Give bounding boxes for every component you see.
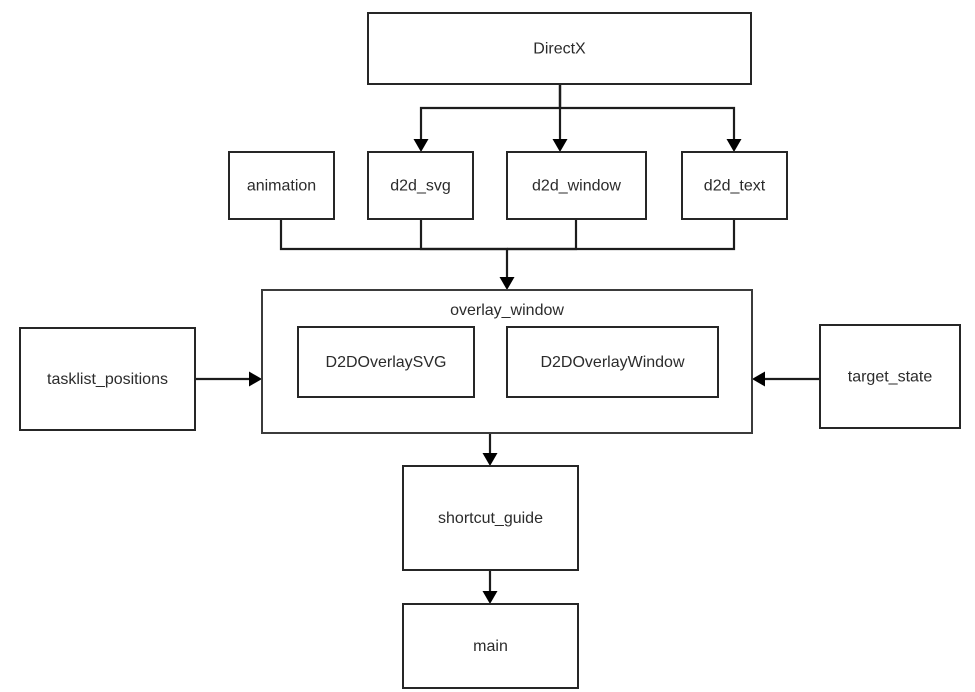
edge-target_state-to-overlay	[752, 371, 820, 387]
node-target_state[interactable]: target_state	[819, 324, 961, 429]
edge-line	[558, 84, 736, 145]
edge-arrowhead	[482, 591, 498, 604]
nodes-layer: DirectX animation d2d_svg d2d_window d2d_tex…	[19, 12, 961, 689]
node-box[interactable]	[402, 465, 579, 571]
edges-layer	[195, 84, 820, 604]
edge-directx-to-d2d_text	[558, 84, 742, 152]
node-animation[interactable]: animation	[228, 151, 335, 220]
edge-d2d_svg-to-overlay	[419, 219, 507, 251]
cluster-label: overlay_window	[450, 302, 564, 319]
node-box[interactable]	[402, 603, 579, 689]
node-box[interactable]	[506, 326, 719, 398]
edge-arrowhead	[249, 371, 262, 387]
edge-arrowhead	[726, 139, 742, 152]
node-label: DirectX	[533, 41, 586, 58]
edge-line	[507, 219, 578, 251]
node-label: animation	[247, 178, 316, 195]
edge-tasklist-to-overlay	[195, 371, 262, 387]
edge-overlay-to-shortcut	[482, 433, 498, 466]
node-box[interactable]	[367, 12, 752, 85]
node-box[interactable]	[506, 151, 647, 220]
node-box[interactable]	[19, 327, 196, 431]
node-label: d2d_text	[704, 178, 766, 195]
node-label: main	[473, 638, 508, 655]
edge-arrowhead	[752, 371, 765, 387]
node-d2d_window[interactable]: d2d_window	[506, 151, 647, 220]
node-label: shortcut_guide	[438, 510, 543, 527]
node-box[interactable]	[681, 151, 788, 220]
node-d2d_text[interactable]: d2d_text	[681, 151, 788, 220]
node-tasklist_positions[interactable]: tasklist_positions	[19, 327, 196, 431]
node-box[interactable]	[819, 324, 961, 429]
node-d2doverlaywindow[interactable]: D2DOverlayWindow	[506, 326, 719, 398]
node-label: D2DOverlaySVG	[326, 354, 447, 371]
edge-shortcut-to-main	[482, 570, 498, 604]
node-main[interactable]: main	[402, 603, 579, 689]
node-d2d_svg[interactable]: d2d_svg	[367, 151, 474, 220]
edge-directx-to-d2d_svg	[413, 84, 562, 152]
node-box[interactable]	[228, 151, 335, 220]
edge-arrowhead	[552, 139, 568, 152]
node-directx[interactable]: DirectX	[367, 12, 752, 85]
node-shortcut_guide[interactable]: shortcut_guide	[402, 465, 579, 571]
node-label: D2DOverlayWindow	[540, 354, 684, 371]
edge-line	[419, 84, 562, 145]
edge-d2d_window-to-overlay	[507, 219, 578, 251]
edge-arrowhead	[482, 453, 498, 466]
edge-line	[419, 219, 507, 251]
edge-arrowhead	[413, 139, 429, 152]
edge-arrowhead	[499, 277, 515, 290]
node-box[interactable]	[297, 326, 475, 398]
node-d2doverlaysvg[interactable]: D2DOverlaySVG	[297, 326, 475, 398]
node-label: d2d_svg	[390, 178, 451, 195]
node-label: target_state	[848, 369, 933, 386]
node-box[interactable]	[367, 151, 474, 220]
edge-line	[507, 219, 736, 251]
edge-d2d_text-to-overlay	[507, 219, 736, 251]
node-label: tasklist_positions	[47, 371, 168, 388]
edge-animation-to-overlay	[279, 219, 515, 290]
edge-line	[279, 219, 509, 283]
node-label: d2d_window	[532, 178, 621, 195]
